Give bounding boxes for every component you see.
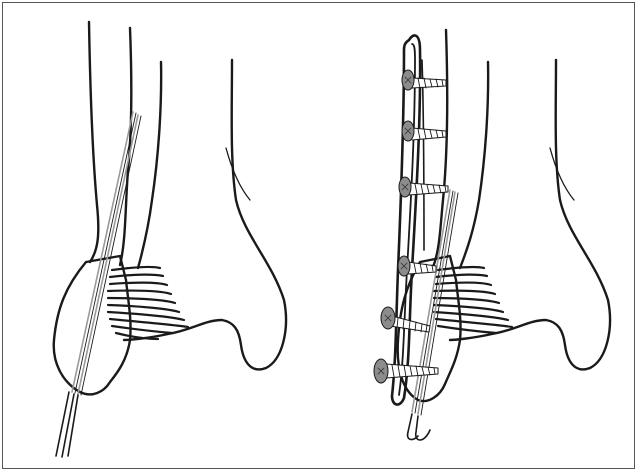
talus-inner-line-2 (550, 148, 574, 200)
k-wire-end-1 (56, 392, 69, 456)
k-wire-end-3 (68, 395, 78, 456)
k-wire-2-edge (81, 116, 141, 395)
screw-1 (402, 70, 446, 90)
k-wire-3 (412, 190, 450, 412)
k-wire-1 (72, 112, 133, 392)
k-wire-2 (78, 115, 138, 394)
ligament-fibers-2 (434, 267, 512, 333)
left-panel (54, 22, 286, 457)
k-wires-2 (412, 190, 458, 415)
k-wires (56, 112, 141, 457)
plate-inner (399, 44, 415, 395)
fibula-2 (460, 62, 488, 268)
screws (374, 70, 448, 383)
tibia-right-edge-2 (432, 30, 447, 270)
fibula (138, 62, 161, 268)
plate-outer (392, 35, 420, 404)
tibia-left-edge (89, 22, 98, 262)
talus-inner-line (226, 148, 250, 200)
tibia-left-edge-2 (422, 60, 424, 250)
right-panel (374, 30, 610, 440)
ligament-fibers (108, 267, 188, 339)
